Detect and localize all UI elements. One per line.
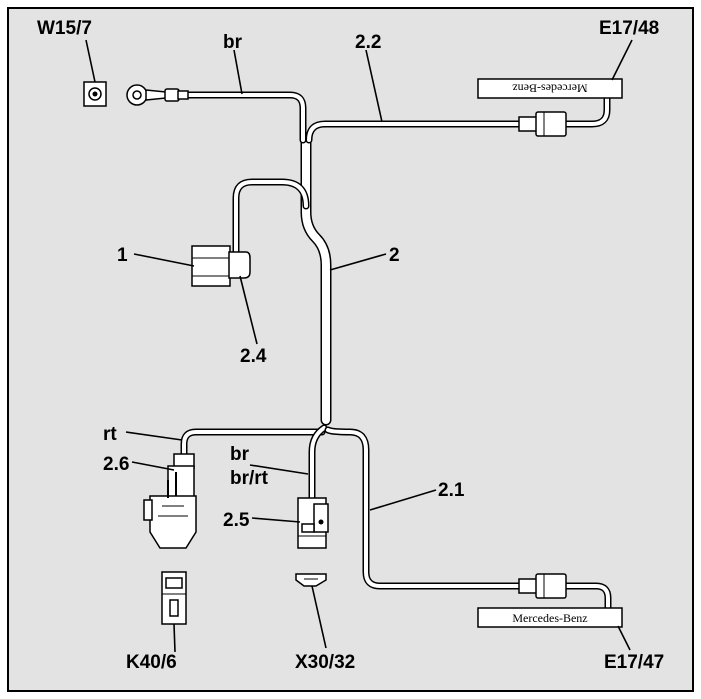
label-br-rt: br/rt	[230, 468, 269, 489]
connector-2-6	[143, 453, 197, 549]
label-w15-7: W15/7	[37, 18, 92, 39]
ground-point-w15-7	[83, 81, 107, 107]
wire-2-4-core	[234, 180, 308, 254]
label-x30-32: X30/32	[295, 652, 355, 673]
label-e17-47: E17/47	[604, 652, 664, 673]
connector-x30-32	[295, 573, 327, 587]
wire-br-rt-core	[310, 426, 326, 502]
label-br-mid: br	[230, 444, 250, 465]
wire-2-2-end-core	[564, 95, 609, 126]
label-br-top: br	[223, 32, 243, 53]
label-1: 1	[117, 245, 128, 266]
connector-2-2	[518, 111, 567, 137]
wire-2-1-end-core	[564, 584, 610, 612]
label-2-6: 2.6	[103, 454, 129, 475]
connector-2-1	[518, 573, 567, 599]
wire-harness	[180, 91, 612, 614]
wire-rt-core	[182, 430, 324, 458]
license-lamp-e17-48: Mercedes-Benz	[477, 78, 623, 99]
leader-lines	[85, 39, 633, 653]
label-2-5: 2.5	[223, 510, 250, 531]
label-rt: rt	[103, 424, 117, 445]
ring-terminal	[126, 84, 189, 106]
label-2-1: 2.1	[438, 480, 465, 501]
wire-br-core	[186, 93, 305, 142]
label-2-2: 2.2	[355, 32, 381, 53]
labels: W15/7 br 2.2 E17/48 1 2 2.4 rt br br/rt …	[37, 18, 664, 673]
wire-2-2-core	[307, 122, 522, 142]
wire-2-1-core	[326, 428, 522, 588]
label-2: 2	[389, 245, 400, 266]
label-k40-6: K40/6	[126, 652, 177, 673]
wire-2-trunk-core	[302, 134, 330, 424]
connector-1	[191, 245, 251, 287]
label-2-4: 2.4	[240, 346, 267, 367]
brand-text-top: Mercedes-Benz	[512, 82, 587, 96]
license-lamp-e17-47: Mercedes-Benz	[477, 607, 623, 628]
label-e17-48: E17/48	[599, 18, 659, 39]
relay-k40-6	[161, 571, 187, 625]
brand-text-bottom: Mercedes-Benz	[512, 611, 587, 625]
connector-2-5	[297, 497, 329, 549]
